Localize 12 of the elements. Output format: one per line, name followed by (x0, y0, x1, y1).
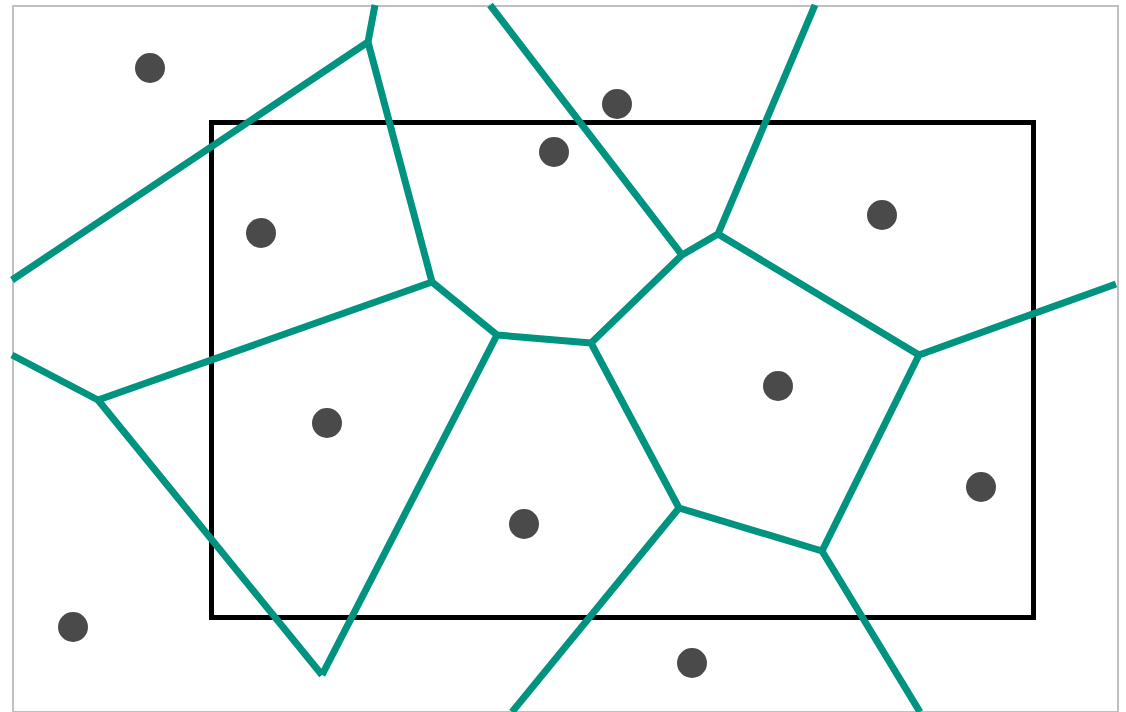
site-dot (677, 648, 707, 678)
site-dot (539, 137, 569, 167)
site-dot (135, 53, 165, 83)
site-dot (867, 200, 897, 230)
rectangle-outline (209, 120, 1036, 620)
site-dot (966, 472, 996, 502)
site-dot (58, 612, 88, 642)
site-dot (602, 89, 632, 119)
site-dot (763, 371, 793, 401)
site-dot (246, 218, 276, 248)
site-dot (312, 408, 342, 438)
site-dot (509, 509, 539, 539)
